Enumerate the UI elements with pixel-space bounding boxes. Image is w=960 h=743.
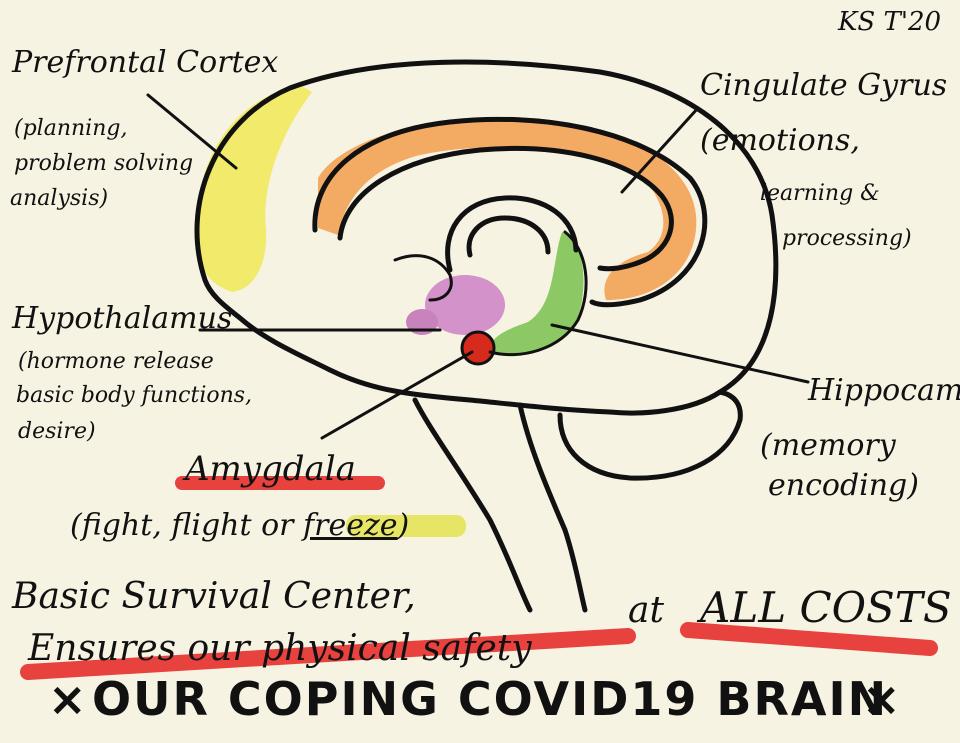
cerebellum-outline	[557, 389, 743, 481]
cingulate-outline-outer	[312, 116, 708, 308]
hypothalamus-region	[425, 275, 505, 335]
prefrontal-desc-1: (planning,	[14, 116, 127, 141]
survival-line-2-tail: at	[628, 590, 664, 631]
hippocampus-desc-2: encoding)	[768, 468, 919, 503]
signature: KS T'20	[837, 7, 941, 37]
cingulate-gyrus-region	[318, 117, 697, 301]
freeze-highlight	[346, 515, 466, 537]
cingulate-desc-1: (emotions,	[700, 123, 860, 158]
all-costs: ALL COSTS	[696, 583, 952, 632]
amygdala-underline	[175, 476, 385, 490]
cingulate-desc-3: processing)	[782, 226, 912, 251]
footer-star-left: ×	[48, 672, 89, 726]
hippocampus-desc-1: (memory	[760, 428, 897, 463]
prefrontal-pointer	[146, 93, 238, 170]
hippocampus-title: Hippocampus	[807, 373, 960, 408]
prefrontal-cortex-region	[194, 85, 312, 292]
cingulate-desc-2: learning &	[760, 181, 880, 206]
survival-line-2: Ensures our physical safety	[27, 628, 532, 669]
thalamus-outline	[445, 195, 579, 273]
brainstem-outline	[412, 397, 588, 613]
survival-line-1: Basic Survival Center,	[11, 576, 416, 617]
amygdala-pointer	[320, 350, 474, 440]
all-costs-underline	[680, 622, 938, 656]
safety-underline	[20, 628, 636, 680]
cingulate-outline-inner	[337, 145, 674, 272]
footer-star-right: ×	[862, 672, 903, 726]
fornix-outline	[393, 254, 453, 302]
hypothalamus-title: Hypothalamus	[11, 301, 232, 336]
hypothalamus-desc-2: basic body functions,	[16, 383, 252, 408]
amygdala-region	[460, 330, 496, 366]
prefrontal-desc-3: analysis)	[10, 186, 108, 211]
amygdala-desc: (fight, flight or freeze)	[70, 508, 409, 543]
prefrontal-title: Prefrontal Cortex	[11, 45, 278, 80]
hypothalamus-desc-3: desire)	[18, 419, 96, 444]
freeze-word: freeze	[301, 508, 398, 543]
amygdala-desc-suffix: )	[397, 508, 410, 543]
footer-title: OUR COPING COVID19 BRAIN	[92, 672, 888, 726]
amygdala-desc-prefix: (fight, flight or	[70, 508, 303, 543]
hippocampus-region	[489, 232, 584, 355]
hippocampus-pointer	[550, 323, 810, 384]
hippocampus-outline	[488, 230, 588, 357]
prefrontal-desc-2: problem solving	[14, 151, 193, 176]
cingulate-title: Cingulate Gyrus	[700, 68, 947, 103]
cingulate-pointer	[620, 106, 700, 194]
hypothalamus-desc-1: (hormone release	[18, 349, 214, 374]
amygdala-title: Amygdala	[182, 449, 356, 489]
